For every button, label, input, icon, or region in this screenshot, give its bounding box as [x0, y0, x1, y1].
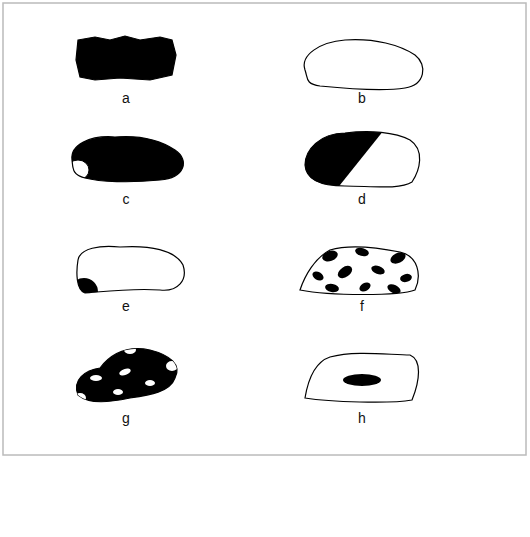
figure-frame — [3, 3, 526, 455]
panel-letter: h — [358, 411, 366, 425]
panel-letter: c — [123, 192, 130, 206]
panel-letter: a — [122, 91, 130, 105]
particle-shape — [76, 36, 176, 80]
panel-letter: g — [122, 411, 130, 425]
panel-letter: f — [360, 299, 364, 313]
panel-letter: b — [358, 91, 366, 105]
particle-shape — [304, 40, 423, 90]
particle-shape — [305, 353, 419, 402]
panel-letter: d — [358, 192, 366, 206]
particle-shape — [67, 137, 183, 182]
particle-shape — [74, 346, 178, 403]
particle-shape — [300, 246, 418, 295]
panel-letter: e — [122, 299, 130, 313]
particle-shape — [290, 120, 420, 195]
particle-shape — [70, 246, 184, 306]
